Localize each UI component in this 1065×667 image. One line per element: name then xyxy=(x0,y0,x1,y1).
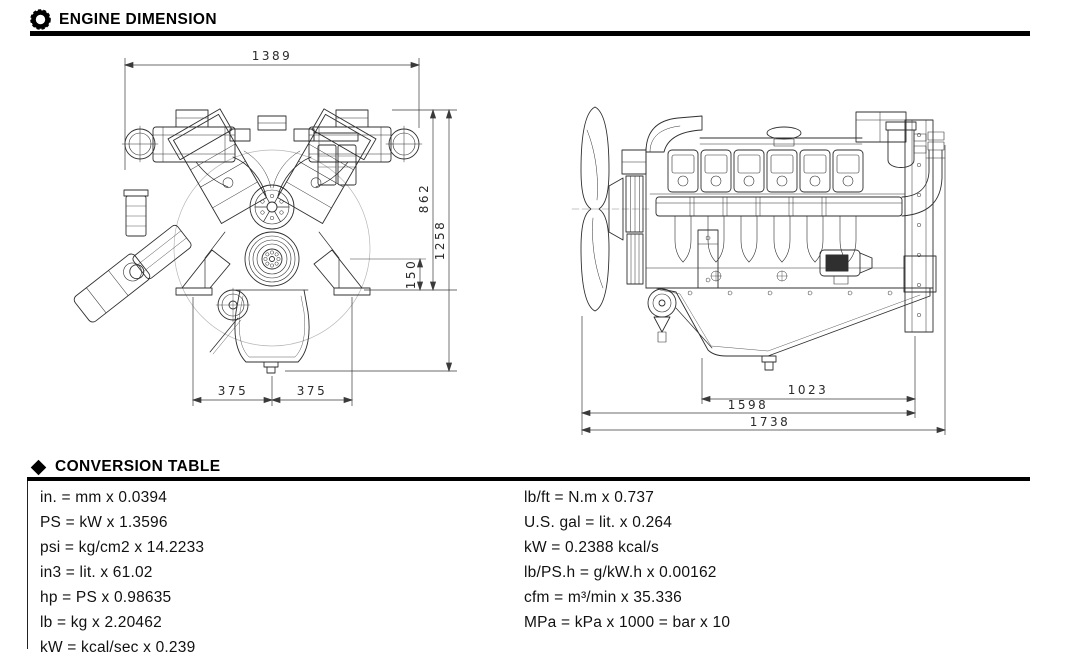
dimension-label-height-total: 1258 xyxy=(433,220,447,261)
intake-bend-rear xyxy=(901,131,946,217)
conversion-column-left: in. = mm x 0.0394 PS = kW x 1.3596 psi =… xyxy=(40,485,204,660)
engine-mount-side xyxy=(697,229,719,289)
oil-filter-rear xyxy=(885,121,927,168)
dimension-label-foot-left: 375 xyxy=(218,384,248,398)
engine-mounts-front xyxy=(175,231,371,296)
conversion-row: cfm = m³/min x 35.336 xyxy=(524,589,682,606)
conversion-row: lb/PS.h = g/kW.h x 0.00162 xyxy=(524,564,717,581)
side-view-drawing xyxy=(571,106,946,371)
conversion-row: kW = 0.2388 kcal/s xyxy=(524,539,659,556)
air-cleaner-right xyxy=(308,109,423,163)
flywheel-housing xyxy=(904,119,934,333)
oil-filter-left xyxy=(123,189,149,237)
conversion-row: in3 = lit. x 61.02 xyxy=(40,564,153,581)
conversion-row: U.S. gal = lit. x 0.264 xyxy=(524,514,673,531)
starter-motor-side xyxy=(819,249,873,285)
conversion-table-header: CONVERSION TABLE xyxy=(30,458,220,476)
dimension-label-length-total: 1738 xyxy=(750,415,791,429)
dimension-label-length-mid: 1598 xyxy=(728,398,769,412)
oil-pan-side xyxy=(655,287,931,371)
conversion-row: hp = PS x 0.98635 xyxy=(40,589,172,606)
side-view-dimensions: 1023 1598 1738 xyxy=(580,145,947,435)
ring-icon xyxy=(30,9,51,30)
front-lower-pulley xyxy=(647,288,677,343)
fuel-filters xyxy=(313,132,359,186)
air-cleaner-left xyxy=(121,109,236,163)
dimension-label-foot-right: 375 xyxy=(297,384,327,398)
belt-pulley-stack xyxy=(621,149,647,285)
rear-bracket xyxy=(903,255,937,293)
starter-motor-front xyxy=(73,253,151,323)
conversion-row: kW = kcal/sec x 0.239 xyxy=(40,639,196,656)
conversion-row: lb/ft = N.m x 0.737 xyxy=(524,489,655,506)
conversion-column-right: lb/ft = N.m x 0.737 U.S. gal = lit. x 0.… xyxy=(524,485,730,635)
conversion-row: in. = mm x 0.0394 xyxy=(40,489,168,506)
breather-cap xyxy=(766,126,802,147)
cylinder-bank-right xyxy=(277,108,377,224)
dimension-label-overall-width: 1389 xyxy=(252,49,293,63)
header-rule xyxy=(30,31,1030,36)
cylinder-bank-left xyxy=(167,108,267,224)
cooling-fan xyxy=(571,106,651,312)
oil-pan-front xyxy=(209,289,310,374)
conversion-rule xyxy=(27,477,1030,482)
alternator xyxy=(129,224,192,280)
air-duct-rear xyxy=(855,111,907,143)
intake-manifold-pipe xyxy=(655,196,903,217)
conversion-row: MPa = kPa x 1000 = bar x 10 xyxy=(524,614,731,631)
dimension-label-mount-height: 150 xyxy=(404,259,418,289)
cylinder-head-units xyxy=(667,149,864,193)
water-pump-pulley xyxy=(249,184,295,230)
conversion-row: PS = kW x 1.3596 xyxy=(40,514,168,531)
conversion-row: psi = kg/cm2 x 14.2233 xyxy=(40,539,205,556)
front-view-drawing xyxy=(73,108,423,374)
idler-pulley xyxy=(215,287,251,323)
dimension-label-mount-span: 1023 xyxy=(788,383,829,397)
engine-drawings: 1389 862 1258 150 375 375 xyxy=(73,49,947,435)
crankshaft-pulley xyxy=(244,231,300,287)
intake-crossover-pipes xyxy=(195,115,349,197)
diamond-icon xyxy=(30,459,47,475)
conversion-row: lb = kg x 2.20462 xyxy=(40,614,162,631)
engine-dimension-header: ENGINE DIMENSION xyxy=(30,9,217,30)
front-view-dimensions: 1389 862 1258 150 375 375 xyxy=(123,49,457,406)
intake-elbow xyxy=(645,115,703,153)
flywheel-housing-outline xyxy=(173,149,371,347)
conversion-left-border xyxy=(27,481,29,649)
dimension-label-height-upper: 862 xyxy=(417,183,431,213)
page-title: ENGINE DIMENSION xyxy=(59,10,217,28)
conversion-table-title: CONVERSION TABLE xyxy=(55,458,221,475)
